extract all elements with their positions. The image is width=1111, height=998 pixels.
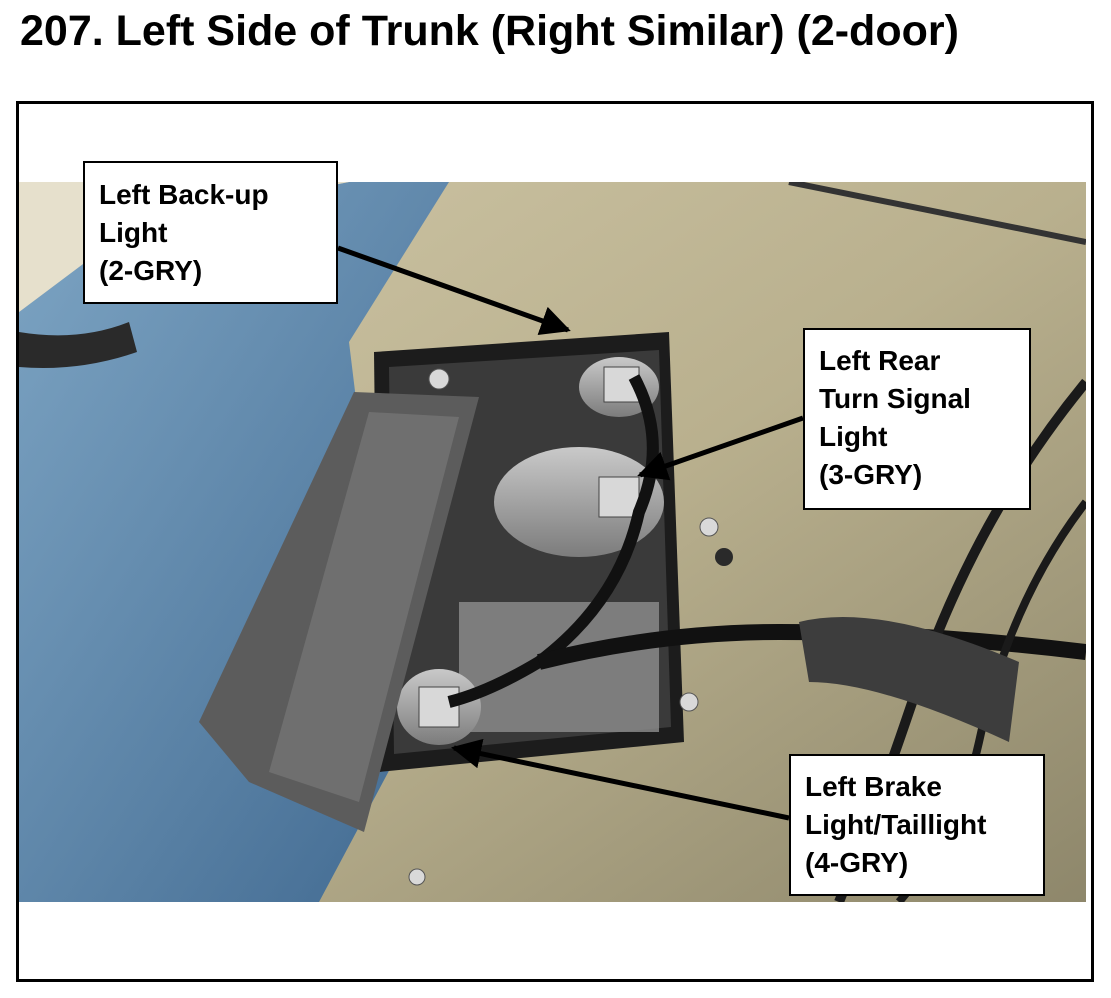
callout-line: (3-GRY) bbox=[819, 459, 923, 490]
callout-brake-light-taillight: Left Brake Light/Taillight (4-GRY) bbox=[789, 754, 1045, 896]
callout-line: Left Back-up bbox=[99, 179, 269, 210]
callout-line: Light/Taillight bbox=[805, 809, 987, 840]
callout-line: Light bbox=[99, 217, 168, 248]
callout-rear-turn-signal-light: Left Rear Turn Signal Light (3-GRY) bbox=[803, 328, 1031, 510]
callout-back-up-light: Left Back-up Light (2-GRY) bbox=[83, 161, 338, 304]
figure-title: 207. Left Side of Trunk (Right Similar) … bbox=[20, 7, 959, 55]
callout-line: Left Brake bbox=[805, 771, 942, 802]
callout-line: (4-GRY) bbox=[805, 847, 909, 878]
callout-line: Light bbox=[819, 421, 888, 452]
callout-line: Turn Signal bbox=[819, 383, 971, 414]
callout-line: Left Rear bbox=[819, 345, 941, 376]
callout-line: (2-GRY) bbox=[99, 255, 203, 286]
